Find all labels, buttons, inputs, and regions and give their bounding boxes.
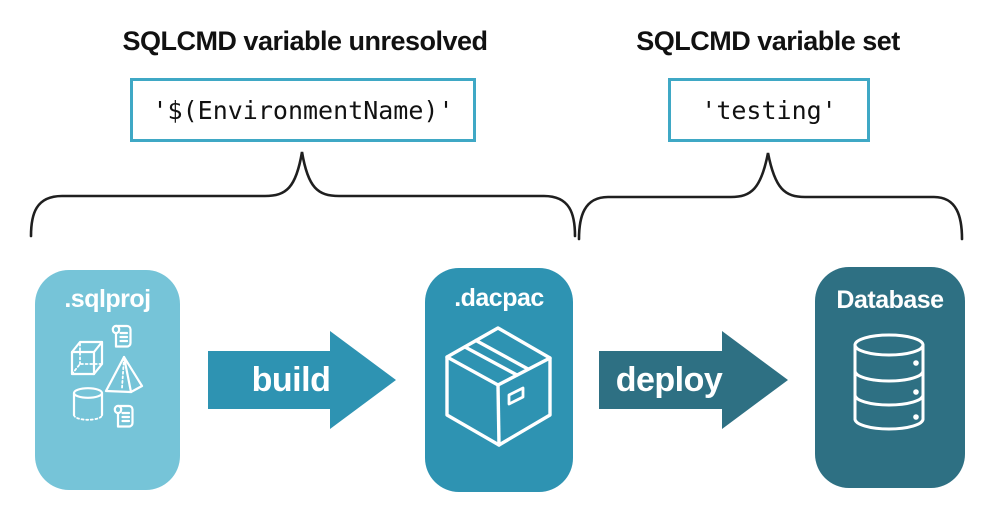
stage-sqlproj: .sqlproj	[35, 270, 180, 490]
script-icon	[111, 324, 132, 348]
code-value-unresolved: '$(EnvironmentName)'	[152, 95, 454, 125]
code-value-set: 'testing'	[701, 95, 837, 125]
build-arrow-label: build	[251, 361, 331, 399]
code-box-testing-value: 'testing'	[668, 78, 870, 142]
right-curly-brace	[577, 152, 964, 241]
stage-database: Database	[815, 267, 965, 488]
stage-sqlproj-label: .sqlproj	[64, 285, 151, 313]
sql-objects-icon	[70, 324, 144, 428]
heading-sqlcmd-unresolved: SQLCMD variable unresolved	[122, 26, 488, 56]
script-icon	[113, 404, 134, 428]
pyramid-icon	[104, 355, 144, 394]
package-icon	[445, 326, 552, 447]
build-arrow-shape	[208, 331, 396, 429]
stage-dacpac: .dacpac	[425, 268, 573, 492]
heading-sqlcmd-set: SQLCMD variable set	[636, 26, 900, 56]
stage-dacpac-label: .dacpac	[454, 284, 544, 312]
code-box-environment-variable: '$(EnvironmentName)'	[130, 78, 476, 142]
left-curly-brace	[29, 151, 577, 238]
cube-icon	[70, 340, 104, 376]
deploy-arrow-shape	[599, 331, 788, 429]
stage-database-label: Database	[836, 286, 944, 314]
database-icon	[853, 333, 925, 431]
deploy-arrow-label: deploy	[615, 361, 723, 399]
cylinder-icon	[72, 387, 104, 421]
